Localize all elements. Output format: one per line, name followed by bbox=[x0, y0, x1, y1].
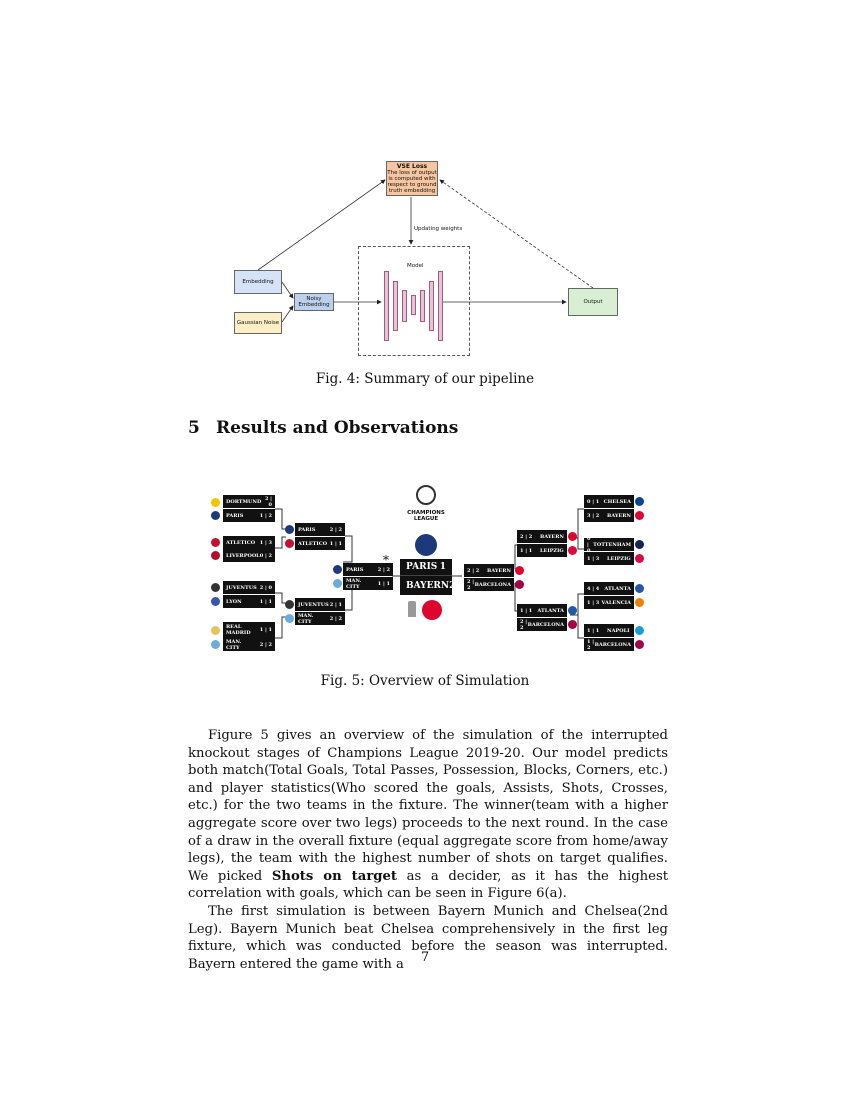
body-text: Figure 5 gives an overview of the simula… bbox=[188, 727, 668, 973]
man-city-crest-icon bbox=[333, 579, 342, 588]
leipzig-crest-icon bbox=[635, 554, 644, 563]
trophy-icon bbox=[408, 601, 416, 617]
model-layer bbox=[429, 281, 434, 331]
barcelona-crest-icon bbox=[568, 620, 577, 629]
page-number: 7 bbox=[420, 950, 430, 965]
fig4-caption: Fig. 4: Summary of our pipeline bbox=[315, 371, 535, 387]
liverpool-crest-icon bbox=[211, 551, 220, 560]
gaussian-noise-box: Gaussian Noise bbox=[234, 312, 282, 334]
paragraph: The first simulation is between Bayern M… bbox=[188, 903, 668, 972]
model-layer bbox=[420, 290, 425, 322]
paris-crest-icon bbox=[415, 534, 437, 556]
model-box: Model bbox=[358, 246, 470, 356]
bayern-crest-icon bbox=[422, 600, 442, 620]
valencia-crest-icon bbox=[635, 598, 644, 607]
man-city-crest-icon bbox=[211, 640, 220, 649]
noisy-embedding-box: Noisy Embedding bbox=[294, 293, 334, 311]
vse-loss-box: VSE Loss The loss of output is computed … bbox=[386, 161, 438, 196]
paris-crest-icon bbox=[211, 511, 220, 520]
output-box: Output bbox=[568, 288, 618, 316]
tottenham-crest-icon bbox=[635, 540, 644, 549]
model-layer bbox=[402, 290, 407, 322]
bayern-crest-icon bbox=[515, 566, 524, 575]
juventus-crest-icon bbox=[211, 583, 220, 592]
real-madrid-crest-icon bbox=[211, 626, 220, 635]
embedding-box: Embedding bbox=[234, 270, 282, 294]
atalanta-crest-icon bbox=[635, 584, 644, 593]
vse-loss-desc: The loss of output is computed with resp… bbox=[387, 169, 437, 194]
section-title: Results and Observations bbox=[216, 418, 459, 438]
shots-on-target-emphasis: Shots on target bbox=[271, 868, 397, 884]
chelsea-crest-icon bbox=[635, 497, 644, 506]
champions-league-star-icon bbox=[416, 485, 436, 505]
updating-weights-label: Updating weights bbox=[414, 226, 463, 232]
bayern-crest-icon bbox=[635, 511, 644, 520]
man-city-crest-icon bbox=[285, 614, 294, 623]
vse-loss-title: VSE Loss bbox=[396, 162, 428, 170]
atalanta-crest-icon bbox=[568, 606, 577, 615]
champions-league-logo-text: CHAMPIONS LEAGUE bbox=[407, 510, 445, 522]
model-layer bbox=[393, 281, 398, 331]
fig5-caption: Fig. 5: Overview of Simulation bbox=[320, 673, 530, 689]
section-number: 5 bbox=[188, 418, 200, 438]
leipzig-crest-icon bbox=[568, 546, 577, 555]
model-layer bbox=[411, 295, 416, 315]
paris-crest-icon bbox=[285, 525, 294, 534]
lyon-crest-icon bbox=[211, 597, 220, 606]
atletico-crest-icon bbox=[285, 539, 294, 548]
section-heading: 5 Results and Observations bbox=[188, 418, 458, 438]
bayern-crest-icon bbox=[568, 532, 577, 541]
model-layer bbox=[384, 271, 389, 341]
dortmund-crest-icon bbox=[211, 498, 220, 507]
paris-crest-icon bbox=[333, 565, 342, 574]
paragraph: Figure 5 gives an overview of the simula… bbox=[188, 728, 669, 902]
atletico-crest-icon bbox=[211, 538, 220, 547]
model-label: Model bbox=[407, 263, 424, 269]
barcelona-crest-icon bbox=[635, 640, 644, 649]
napoli-crest-icon bbox=[635, 626, 644, 635]
model-layer bbox=[438, 271, 443, 341]
barcelona-crest-icon bbox=[515, 580, 524, 589]
pipeline-arrows bbox=[257, 179, 594, 323]
asterisk-mark: * bbox=[383, 553, 389, 567]
juventus-crest-icon bbox=[285, 600, 294, 609]
